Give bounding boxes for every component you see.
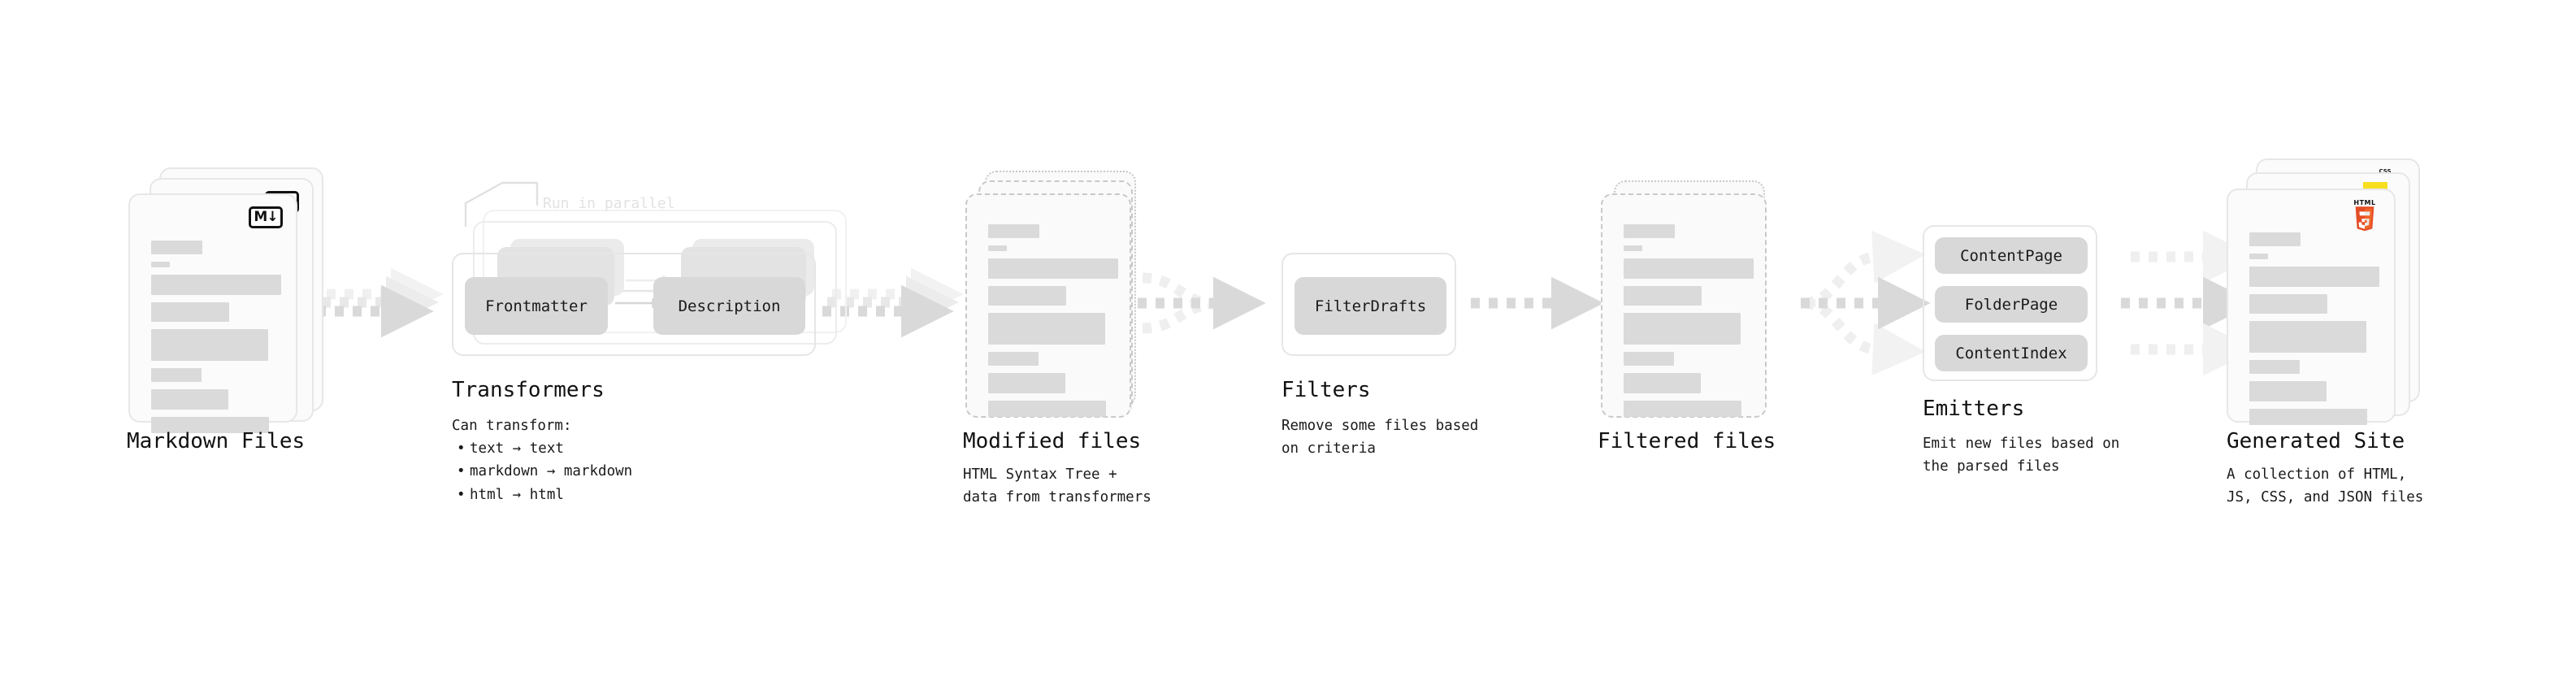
desc-generated-site: A collection of HTML, JS, CSS, and JSON … [2227,466,2424,506]
caption-filters: Filters [1281,378,1371,402]
skeleton-bar [1624,352,1674,366]
document-skeleton [151,241,281,440]
caption-generated-site: Generated Site [2227,429,2405,453]
skeleton-bar [2249,294,2327,314]
caption-filtered-files: Filtered files [1598,429,1776,453]
skeleton-bar [151,329,268,361]
skeleton-bar [988,313,1105,345]
transformers-desc-title: Can transform: [452,418,572,434]
skeleton-bar [2249,267,2379,287]
skeleton-bar [988,373,1065,393]
skeleton-bar [151,262,170,267]
skeleton-bar [2249,409,2367,425]
conn-modified-to-filters [1138,272,1266,334]
bullet-item: text → text [452,437,632,460]
pill-description[interactable]: Description [653,277,805,335]
html5-shield-icon [2353,206,2376,232]
document-skeleton [988,224,1118,424]
skeleton-bar [2249,254,2268,259]
caption-markdown-files: Markdown Files [127,429,306,453]
skeleton-bar [151,389,228,410]
document-skeleton [2249,232,2379,432]
document-card-front [1601,193,1767,418]
skeleton-bar [2249,232,2301,246]
skeleton-bar [988,258,1118,279]
skeleton-bar [1624,313,1741,345]
transformers-bullet-list: text → text markdown → markdown html → h… [452,437,632,506]
pill-contentindex[interactable]: ContentIndex [1935,335,2088,371]
skeleton-bar [988,401,1106,417]
skeleton-bar [2249,360,2300,374]
caption-transformers: Transformers [452,378,605,402]
document-card-front: M↓ [128,193,297,433]
skeleton-bar [1624,373,1701,393]
bullet-item: markdown → markdown [452,460,632,483]
skeleton-bar [2249,321,2366,353]
pill-folderpage[interactable]: FolderPage [1935,286,2088,323]
skeleton-bar [151,241,202,254]
skeleton-bar [2249,381,2327,401]
conn-emitters-to-site [2121,230,2256,376]
markdown-badge: M↓ [249,206,283,228]
bullet-item: html → html [452,484,632,506]
desc-modified-files: HTML Syntax Tree + data from transformer… [963,466,1151,506]
emitters-box: ContentPage FolderPage ContentIndex [1923,225,2097,381]
skeleton-bar [1624,401,1741,417]
skeleton-bar [1624,258,1754,279]
skeleton-bar [151,275,281,295]
document-card-front [965,193,1131,418]
skeleton-bar [988,352,1039,366]
filters-box: FilterDrafts [1281,253,1456,356]
pill-contentpage[interactable]: ContentPage [1935,237,2088,274]
skeleton-bar [151,417,269,433]
run-in-parallel-label: Run in parallel [543,195,675,212]
conn-filtered-to-emitters [1801,230,1931,376]
pill-frontmatter[interactable]: Frontmatter [465,277,608,335]
caption-modified-files: Modified files [963,429,1142,453]
pill-filterdrafts[interactable]: FilterDrafts [1295,277,1446,335]
skeleton-bar [151,302,229,322]
desc-filters: Remove some files based on criteria [1281,418,1479,458]
skeleton-bar [151,368,202,382]
css-badge-label: CSS [2379,168,2392,175]
skeleton-bar [988,224,1039,238]
transformer-box-front: Frontmatter Description [452,253,816,356]
html5-badge: HTML [2350,199,2379,233]
skeleton-bar [988,245,1007,251]
desc-emitters: Emit new files based on the parsed files [1923,436,2120,475]
skeleton-bar [1624,286,1702,306]
document-skeleton [1624,224,1754,424]
skeleton-bar [1624,245,1642,251]
skeleton-bar [1624,224,1675,238]
html5-badge-label: HTML [2353,199,2376,206]
caption-emitters: Emitters [1923,397,2025,421]
skeleton-bar [988,286,1066,306]
document-card-front: HTML [2227,189,2396,425]
